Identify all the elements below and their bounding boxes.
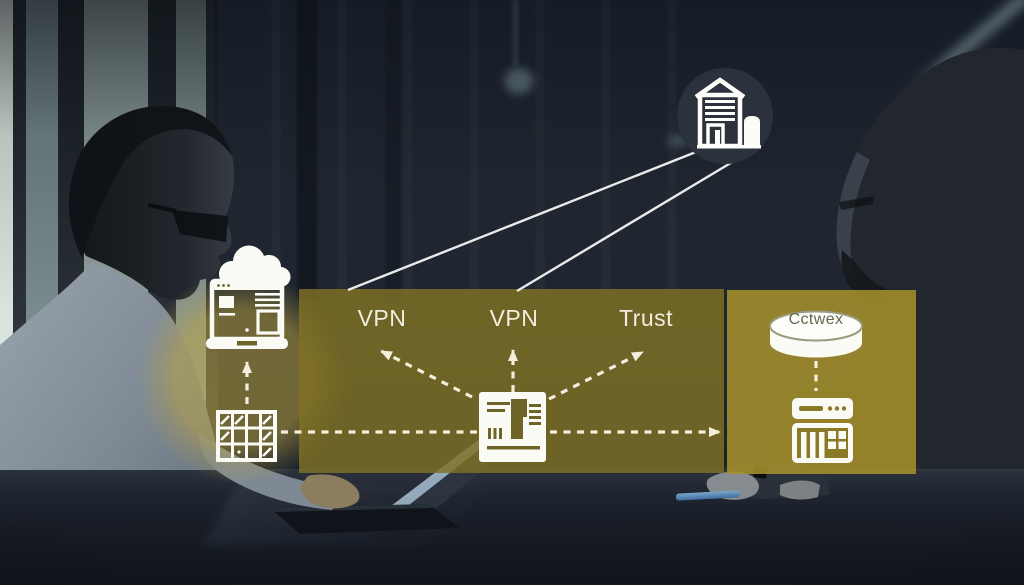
grid-table-icon bbox=[216, 410, 277, 462]
arrow-to-vpn-left bbox=[380, 349, 473, 399]
building-solid-lines bbox=[347, 146, 735, 293]
label-vpn-center: VPN bbox=[489, 305, 539, 331]
building-silo bbox=[744, 116, 760, 146]
cloud-browser-icon bbox=[206, 245, 291, 349]
label-vpn-left: VPN bbox=[357, 305, 407, 331]
building-baseline bbox=[697, 145, 761, 149]
dashboard-document-icon bbox=[479, 392, 546, 462]
server-icon bbox=[792, 398, 853, 463]
arrow-to-trust bbox=[548, 350, 644, 401]
label-trust: Trust bbox=[618, 305, 674, 331]
building-icon bbox=[677, 68, 773, 164]
building-door-panel bbox=[715, 130, 720, 146]
label-database-name: Cctwex bbox=[788, 311, 844, 328]
solid-line-left bbox=[347, 146, 707, 292]
browser-content-box bbox=[256, 309, 281, 335]
